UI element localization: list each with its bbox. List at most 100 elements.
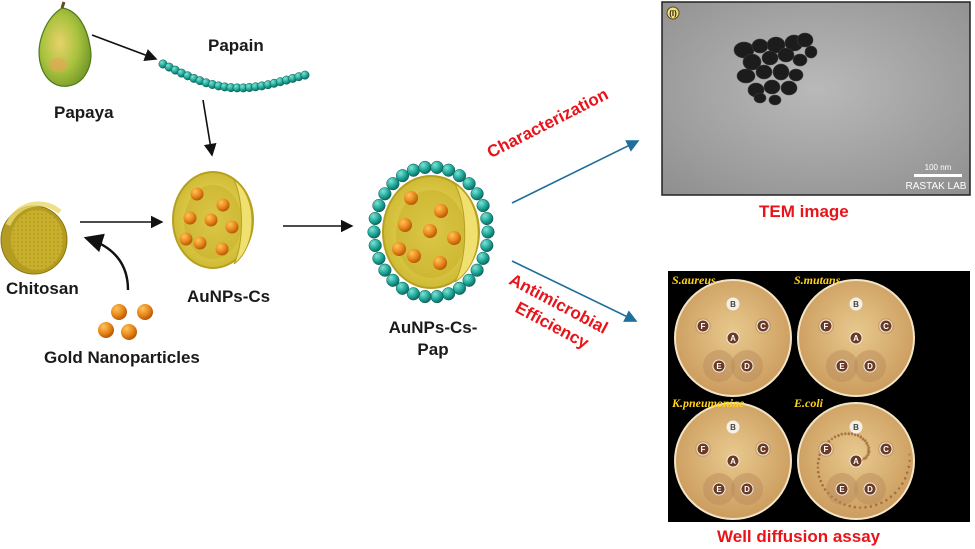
- well-letter: A: [853, 457, 859, 466]
- papaya-label: Papaya: [54, 103, 114, 122]
- colony-speck: [859, 506, 862, 509]
- gold-nanoparticles-label: Gold Nanoparticles: [44, 348, 200, 367]
- organism-label-k-pneumoniae: K.pneumoniae: [672, 396, 745, 410]
- colony-speck: [908, 453, 911, 456]
- well: [696, 319, 710, 333]
- colony-speck: [856, 434, 860, 438]
- chitosan-label: Chitosan: [6, 279, 79, 298]
- well: [756, 319, 770, 333]
- papain-bead: [452, 169, 467, 183]
- papain-bead: [395, 169, 410, 183]
- chitosan-shell: [0, 201, 68, 275]
- well: [726, 454, 740, 468]
- well: [879, 319, 893, 333]
- papain-chain: [158, 59, 310, 93]
- well: [863, 482, 877, 496]
- colony-speck: [819, 453, 822, 457]
- well-letter: E: [839, 485, 845, 494]
- colony-speck: [821, 484, 825, 487]
- papain-bead: [378, 187, 392, 201]
- papain-bead: [386, 177, 400, 191]
- colony-speck: [907, 465, 910, 468]
- papaya-illustration: [38, 1, 92, 87]
- well: [712, 482, 726, 496]
- colony-speck: [866, 444, 869, 447]
- tem-particle: [780, 80, 798, 96]
- colony-speck: [863, 456, 866, 460]
- colony-speck: [840, 433, 844, 436]
- well-letter: E: [716, 362, 722, 371]
- papain-bead: [367, 225, 381, 239]
- colony-speck: [850, 433, 854, 436]
- well: [835, 482, 849, 496]
- papain-label: Papain: [208, 36, 264, 55]
- colony-speck: [875, 503, 878, 506]
- well-diffusion-label: Well diffusion assay: [717, 527, 881, 546]
- well-letter: E: [839, 362, 845, 371]
- well-letter: F: [824, 322, 829, 331]
- colony-speck: [824, 488, 827, 491]
- arrow-characterization: [511, 140, 640, 204]
- papain-bead: [442, 287, 456, 301]
- well: [756, 442, 770, 456]
- colony-speck: [827, 491, 830, 495]
- well-letter: B: [730, 423, 736, 432]
- well: [835, 359, 849, 373]
- well: [726, 297, 740, 311]
- colony-speck: [817, 471, 820, 474]
- well: [849, 297, 863, 311]
- well-letter: D: [744, 485, 750, 494]
- papain-bead: [481, 225, 495, 239]
- well: [849, 331, 863, 345]
- colony-speck: [885, 498, 888, 502]
- colony-speck: [817, 462, 820, 465]
- colony-speck: [837, 434, 840, 438]
- well-letter: A: [730, 334, 736, 343]
- well-letter: C: [883, 322, 889, 331]
- colony-speck: [864, 505, 867, 509]
- organism-label-s-mutans: S.mutans: [794, 273, 841, 287]
- tem-particle: [796, 32, 814, 48]
- colony-speck: [853, 505, 857, 509]
- tem-particle: [751, 38, 769, 54]
- tem-particle: [777, 47, 795, 63]
- tem-panel-id: (I): [669, 9, 677, 18]
- colony-speck: [830, 437, 834, 441]
- colony-speck: [834, 436, 837, 439]
- colony-speck: [861, 438, 864, 441]
- tem-watermark: RASTAK LAB: [906, 181, 967, 192]
- tem-particle: [804, 45, 818, 59]
- well: [863, 359, 877, 373]
- papain-bead: [462, 177, 476, 191]
- tem-particle: [763, 79, 781, 95]
- well-letter: B: [730, 300, 736, 309]
- colony-speck: [905, 471, 909, 474]
- well: [696, 442, 710, 456]
- papain-bead: [378, 263, 392, 277]
- well: [712, 359, 726, 373]
- arrow-antimicrobial: [511, 260, 638, 322]
- well-letter: D: [867, 485, 873, 494]
- colony-speck: [848, 504, 851, 507]
- well: [849, 454, 863, 468]
- colony-speck: [839, 500, 842, 504]
- well-letter: A: [853, 334, 859, 343]
- papain-bead: [368, 238, 382, 253]
- well-letter: C: [760, 322, 766, 331]
- colony-speck: [865, 454, 868, 457]
- papain-bead: [395, 281, 410, 295]
- papain-bead: [480, 211, 494, 226]
- well-letter: E: [716, 485, 722, 494]
- colony-speck: [819, 479, 823, 483]
- well: [740, 359, 754, 373]
- papain-bead: [430, 290, 444, 304]
- papain-bead: [470, 263, 484, 277]
- colony-speck: [866, 447, 870, 450]
- tem-particle: [736, 68, 756, 84]
